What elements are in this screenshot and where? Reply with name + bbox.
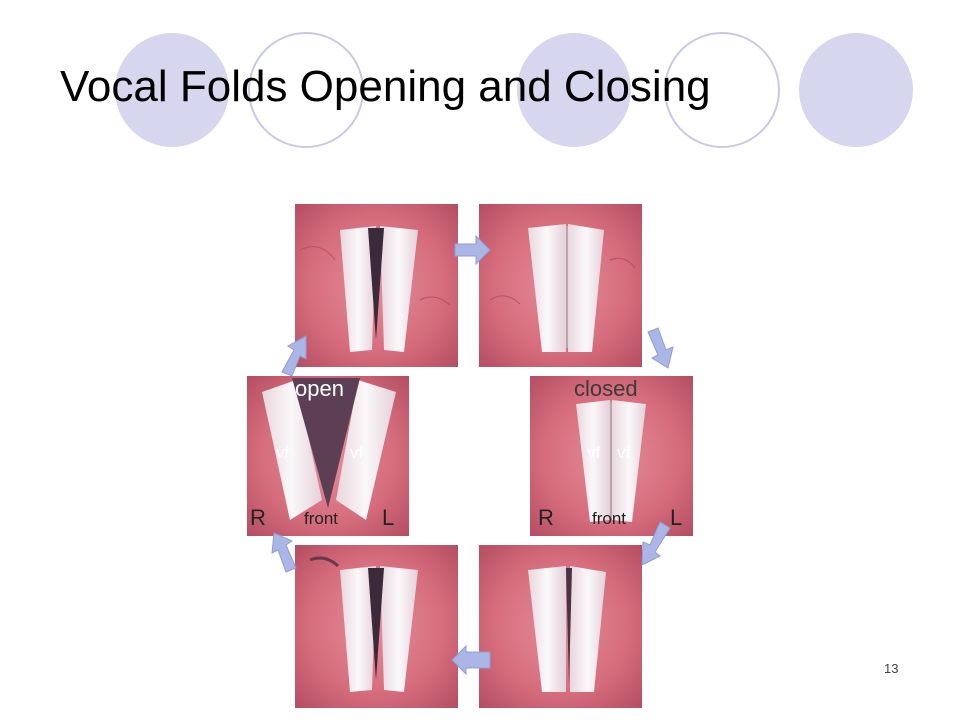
arrow-up-right-icon [281, 335, 307, 377]
label-vf-right-closed: vf [617, 443, 631, 462]
label-r-closed: R [538, 505, 554, 530]
arrow-up-left-icon [271, 532, 297, 573]
deco-circle-5 [799, 33, 913, 147]
label-open: open [295, 376, 344, 401]
panel-bottom-right [479, 545, 642, 708]
arrow-left-icon [451, 644, 491, 676]
label-closed: closed [574, 376, 638, 401]
panel-closed [530, 376, 693, 536]
label-vf-left-closed: vf [587, 443, 601, 462]
label-front-open: front [304, 509, 338, 528]
cycle-arrows [271, 234, 674, 676]
panel-top-right [479, 204, 642, 367]
panel-open [247, 376, 409, 536]
deco-circle-3 [517, 33, 631, 147]
deco-circle-1 [115, 33, 229, 147]
arrow-down-right-icon [647, 327, 674, 369]
panel-bottom-left [295, 545, 458, 708]
label-r-open: R [250, 505, 266, 530]
panel-top-left [295, 204, 458, 367]
decorative-circles [115, 32, 913, 148]
arrow-down-left-icon [641, 521, 671, 566]
label-front-closed: front [592, 509, 626, 528]
label-vf-right: vf [350, 443, 364, 462]
arrow-right-icon [454, 234, 491, 266]
deco-circle-4 [664, 32, 780, 148]
page-number: 13 [884, 661, 899, 676]
label-l-open: L [382, 505, 394, 530]
label-l-closed: L [670, 505, 682, 530]
slide-title: Vocal Folds Opening and Closing [60, 62, 711, 111]
label-vf-left: vf [276, 443, 290, 462]
deco-circle-2 [248, 32, 364, 148]
